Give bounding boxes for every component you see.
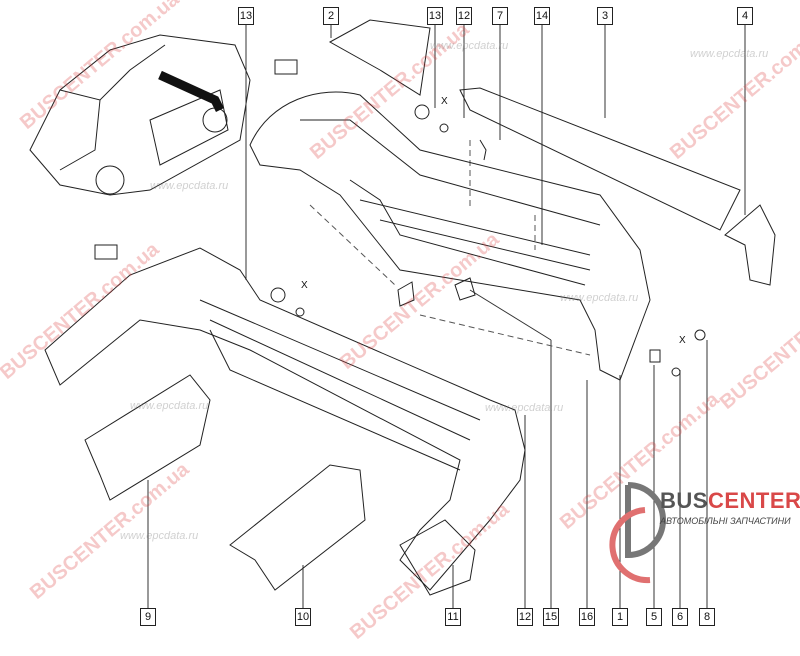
callout-14[interactable]: 14 [534,7,550,25]
callout-2[interactable]: 2 [323,7,339,25]
buscenter-logo-mark [609,482,666,584]
buscenter-logo: BUSCENTER АВТОМОБІЛЬНІ ЗАПЧАСТИНИ [605,480,800,570]
x-marker: X [301,280,308,291]
callout-11[interactable]: 11 [445,608,461,626]
logo-brand: BUSCENTER [660,488,800,514]
callout-7[interactable]: 7 [492,7,508,25]
callout-6[interactable]: 6 [672,608,688,626]
callout-13[interactable]: 13 [427,7,443,25]
callout-15[interactable]: 15 [543,608,559,626]
callout-5[interactable]: 5 [646,608,662,626]
callout-16[interactable]: 16 [579,608,595,626]
x-marker: X [441,96,448,107]
van-thumbnail [29,34,251,196]
callout-12[interactable]: 12 [456,7,472,25]
callout-8[interactable]: 8 [699,608,715,626]
callout-9[interactable]: 9 [140,608,156,626]
callout-1[interactable]: 1 [612,608,628,626]
callout-3[interactable]: 3 [597,7,613,25]
front-bumper [249,19,776,381]
callout-4[interactable]: 4 [737,7,753,25]
callout-10[interactable]: 10 [295,608,311,626]
fasteners [270,104,706,377]
logo-subtitle: АВТОМОБІЛЬНІ ЗАПЧАСТИНИ [660,516,791,526]
logo-brand-bus: BUS [660,488,708,513]
x-marker: X [679,335,686,346]
logo-brand-center: CENTER [707,488,800,513]
callout-13[interactable]: 13 [238,7,254,25]
rear-bumper [44,244,526,596]
callout-12[interactable]: 12 [517,608,533,626]
